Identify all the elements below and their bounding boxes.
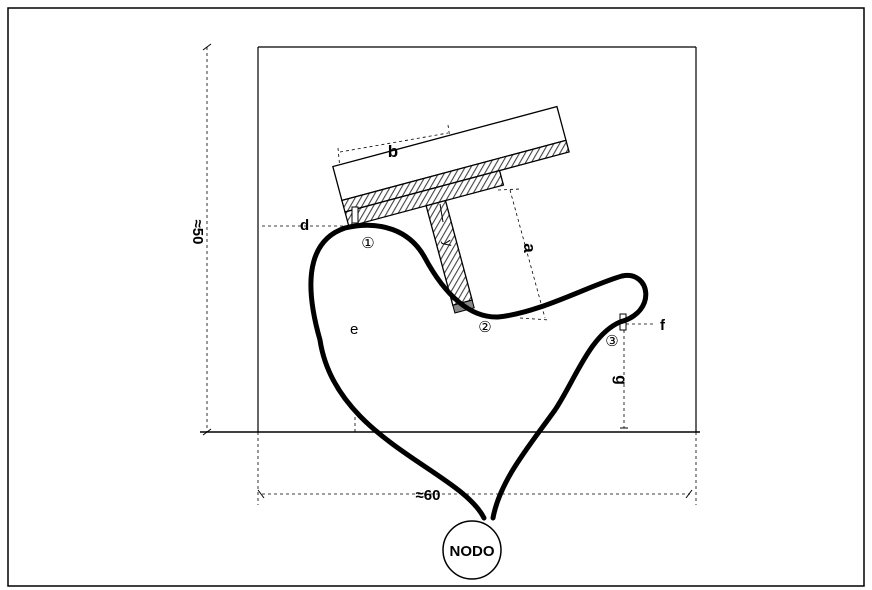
label-point-3: ③ <box>605 333 618 350</box>
label-a: a <box>520 243 539 253</box>
label-g: g <box>612 375 629 385</box>
label-height: ≈50 <box>189 220 206 245</box>
label-point-2: ② <box>478 319 491 336</box>
node-circle <box>442 520 502 580</box>
label-point-1: ① <box>361 235 374 252</box>
label-d: d <box>300 217 309 234</box>
dimension-lines <box>206 47 697 505</box>
y-marker <box>439 203 444 223</box>
label-b: b <box>388 142 398 161</box>
reference-box <box>200 46 700 433</box>
page-border <box>7 7 865 587</box>
cable <box>308 222 649 521</box>
label-width: ≈60 <box>416 487 441 504</box>
t-beam <box>332 105 570 314</box>
label-f: f <box>660 317 666 334</box>
dimension-ticks <box>202 43 693 499</box>
label-node: NODO <box>450 543 495 560</box>
label-y: y <box>440 239 456 248</box>
bolt-1 <box>351 206 359 224</box>
label-e: e <box>350 321 358 338</box>
